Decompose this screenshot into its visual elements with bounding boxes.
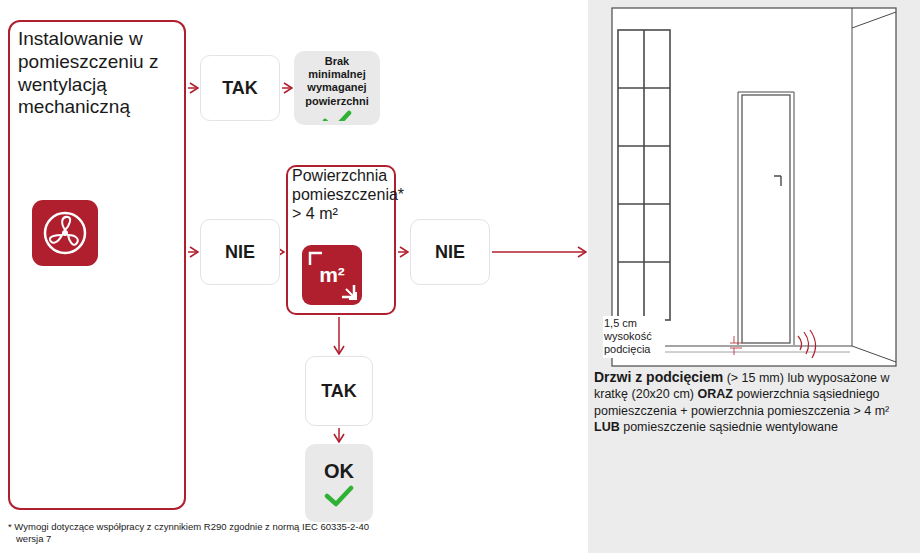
node-label: OK [324,460,354,483]
node-label: Powierzchnia pomieszczenia* > 4 m² [292,167,390,224]
dimension-label: 1,5 cm wysokość podcięcia [603,316,665,358]
area-icon: m² [302,245,362,305]
flow-arrow [492,251,586,253]
check-mark [324,485,354,507]
fan-icon [32,200,98,266]
answer-box: TAK [305,356,373,426]
result-box: OK [305,444,373,522]
condition-text: pomieszczenie sąsiednie wentylowane [623,420,838,434]
flow-arrow [398,251,408,253]
node-label: TAK [321,381,357,402]
flow-arrow [338,317,340,354]
node-label: TAK [222,78,258,99]
decision-box: Powierzchnia pomieszczenia* > 4 m² m² [286,165,396,315]
condition-text: Drzwi z podcięciem [594,369,723,385]
condition-text: ORAZ [698,387,733,401]
node-label: m² [319,263,345,287]
check-mark [322,110,352,121]
condition-text: LUB [594,420,620,434]
flow-arrow [282,251,284,253]
answer-box: TAK [200,55,280,121]
flow-arrow [282,87,292,89]
answer-box: NIE [410,219,490,285]
result-box: Brak minimalnej wymaganej powierzchni [294,51,380,125]
node-label: Brak minimalnej wymaganej powierzchni [298,55,376,108]
answer-box: NIE [200,219,280,285]
footnote: * Wymogi dotyczące współpracy z czynniki… [8,521,376,545]
door-panel: Drzwi z podcięciem (> 15 mm) lub wyposaż… [588,0,920,553]
flow-arrow [188,87,198,89]
condition-text: Drzwi z podcięciem (> 15 mm) lub wyposaż… [594,368,916,435]
node-label: NIE [435,242,465,263]
node-label: NIE [225,242,255,263]
flow-arrow [338,428,340,442]
start-box: Instalowanie w pomieszczeniu z wentylacj… [8,20,186,510]
node-label: Instalowanie w pomieszczeniu z wentylacj… [18,28,176,119]
flow-arrow [188,251,198,253]
